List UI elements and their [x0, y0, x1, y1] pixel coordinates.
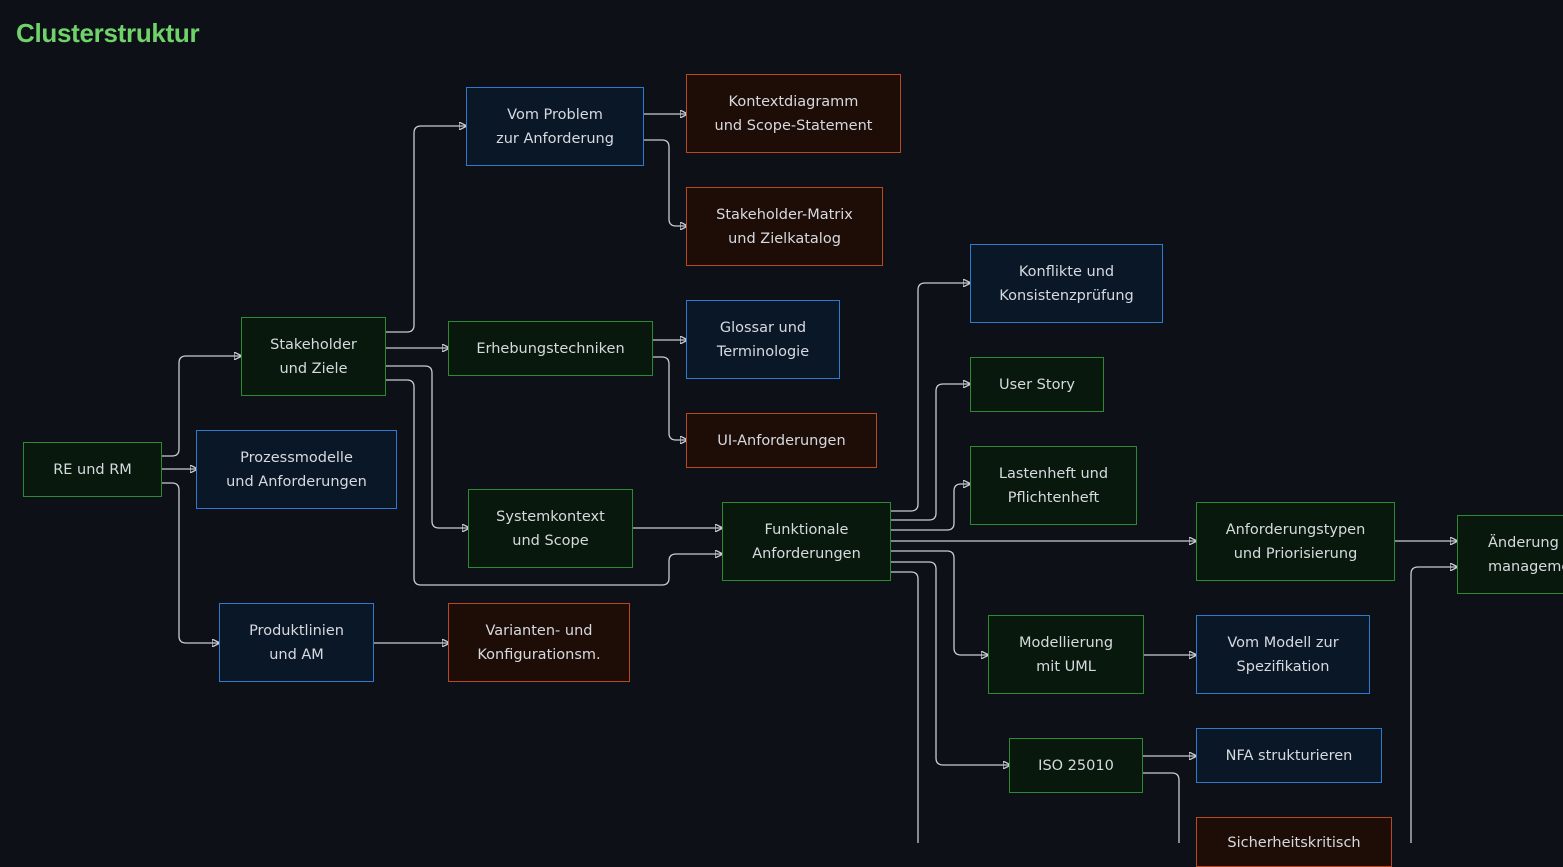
- edge-stake-funktionale: [385, 379, 722, 586]
- diagram-title: Clusterstruktur: [16, 18, 200, 48]
- node-vom-modell[interactable]: Vom Modell zur Spezifikation: [1196, 615, 1370, 694]
- node-varianten[interactable]: Varianten- und Konfigurationsm.: [448, 603, 630, 682]
- edge-stake-vomproblem: [385, 126, 466, 333]
- node-prozessmodelle[interactable]: Prozessmodelle und Anforderungen: [196, 430, 397, 509]
- node-glossar[interactable]: Glossar und Terminologie: [686, 300, 840, 379]
- edge-re-stake: [161, 356, 241, 457]
- node-ui-anforderungen[interactable]: UI-Anforderungen: [686, 413, 877, 468]
- edge-vomproblem-matrix: [643, 139, 687, 226]
- edge-funktionale-lastenheft: [890, 484, 970, 531]
- edge-funktionale-userstory: [890, 384, 970, 521]
- node-stakeholder-und-ziele[interactable]: Stakeholder und Ziele: [241, 317, 386, 396]
- edge-funktionale-offscreen: [890, 571, 919, 843]
- edge-funktionale-iso: [890, 561, 1010, 765]
- node-konflikte[interactable]: Konflikte und Konsistenzprüfung: [970, 244, 1163, 323]
- node-nfa-strukturieren[interactable]: NFA strukturieren: [1196, 728, 1382, 783]
- edge-stake-systemkontext: [385, 365, 469, 528]
- node-lastenheft[interactable]: Lastenheft und Pflichtenheft: [970, 446, 1137, 525]
- edge-offscreen-aenderung: [1410, 567, 1457, 843]
- edge-layer: [161, 0, 1563, 843]
- node-vom-problem[interactable]: Vom Problem zur Anforderung: [466, 87, 644, 166]
- node-user-story[interactable]: User Story: [970, 357, 1104, 412]
- node-iso-25010[interactable]: ISO 25010: [1009, 738, 1143, 793]
- node-aenderungsmanagement[interactable]: Änderung manageme: [1457, 515, 1563, 594]
- edge-iso-sicherheit: [1142, 772, 1180, 843]
- node-funktionale-anforderungen[interactable]: Funktionale Anforderungen: [722, 502, 891, 581]
- edge-funktionale-konflikte: [890, 283, 970, 512]
- node-re-und-rm[interactable]: RE und RM: [23, 442, 162, 497]
- node-produktlinien[interactable]: Produktlinien und AM: [219, 603, 374, 682]
- node-anforderungstypen[interactable]: Anforderungstypen und Priorisierung: [1196, 502, 1395, 581]
- edge-erhebung-ui: [652, 356, 687, 440]
- node-sicherheitskritisch[interactable]: Sicherheitskritisch: [1196, 817, 1392, 867]
- node-kontextdiagramm[interactable]: Kontextdiagramm und Scope-Statement: [686, 74, 901, 153]
- node-modellierung-uml[interactable]: Modellierung mit UML: [988, 615, 1144, 694]
- node-stakeholder-matrix[interactable]: Stakeholder-Matrix und Zielkatalog: [686, 187, 883, 266]
- node-systemkontext[interactable]: Systemkontext und Scope: [468, 489, 633, 568]
- node-erhebungstechniken[interactable]: Erhebungstechniken: [448, 321, 653, 376]
- edge-funktionale-uml: [890, 550, 988, 655]
- edge-re-produkt: [161, 482, 219, 643]
